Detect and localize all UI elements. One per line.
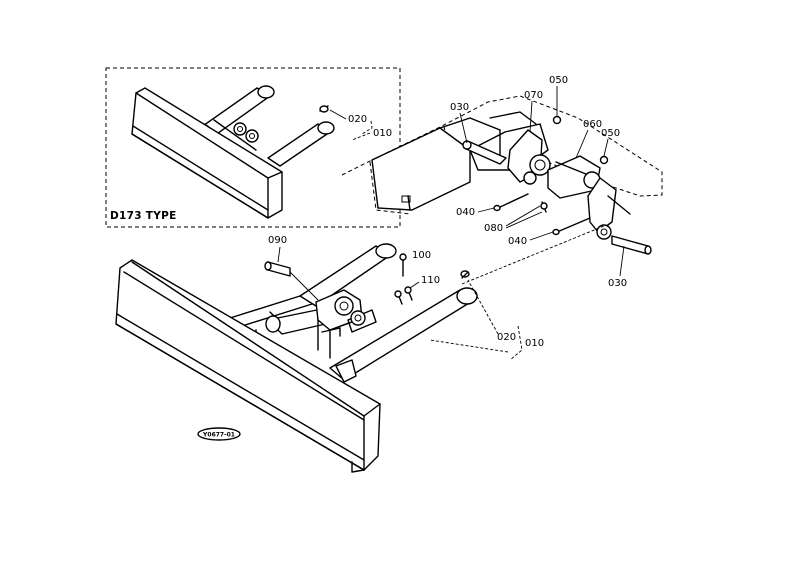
inset-blade (131, 87, 283, 219)
callout-main-090: 090 (268, 235, 287, 246)
callout-upper-080: 080 (484, 223, 503, 234)
drawing-code-badge: Y0677-01 (197, 427, 241, 441)
callout-main-100: 100 (412, 250, 431, 261)
badge-oval (197, 427, 241, 441)
callout-main-010: 010 (525, 338, 544, 349)
main-blade-assembly (115, 243, 478, 473)
main-frame-arms (229, 243, 478, 383)
upper-frame-assembly (341, 95, 663, 240)
callout-upper-030: 030 (450, 102, 469, 113)
callout-upper-050-b: 050 (601, 128, 620, 139)
callout-upper-070: 070 (524, 90, 543, 101)
inset-pin-020 (319, 105, 329, 113)
callout-upper-040-a: 040 (456, 207, 475, 218)
callout-upper-050-a: 050 (549, 75, 568, 86)
callout-upper-040-b: 040 (508, 236, 527, 247)
callout-main-020: 020 (497, 332, 516, 343)
inset-type-label: D173 TYPE (110, 210, 177, 222)
pin-090 (264, 261, 291, 277)
main-blade (115, 259, 381, 473)
pin-100 (399, 253, 407, 277)
callout-main-110: 110 (421, 275, 440, 286)
pin-020-main (460, 270, 470, 279)
callout-inset-020: 020 (348, 114, 367, 125)
callout-inset-010: 010 (373, 128, 392, 139)
pin-030-right (611, 235, 652, 255)
inset-d173-type: 020 010 D173 TYPE (105, 67, 401, 228)
callout-upper-060: 060 (583, 119, 602, 130)
bolts-110 (394, 286, 413, 305)
callout-right-030: 030 (608, 278, 627, 289)
drawing-code-text: Y0677-01 (202, 432, 235, 439)
